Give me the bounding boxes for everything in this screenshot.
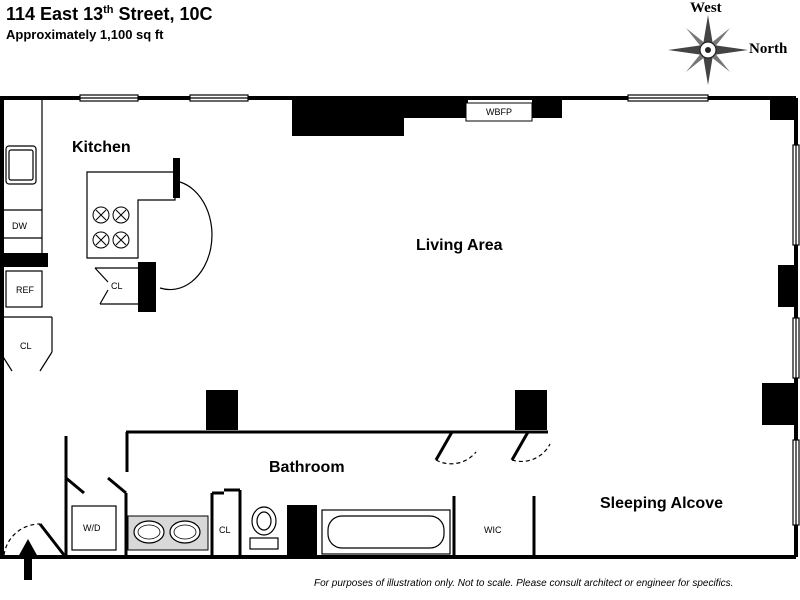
- label-cl-entry: CL: [20, 341, 32, 351]
- listing-title: 114 East 13th Street, 10C: [6, 4, 213, 25]
- windows: [79, 94, 800, 526]
- room-label-living: Living Area: [416, 237, 503, 254]
- label-wic: WIC: [484, 525, 502, 535]
- entry-door: [3, 523, 66, 556]
- interior-walls: [64, 430, 548, 557]
- entry-arrow-icon: [18, 539, 38, 580]
- refrigerator: [5, 270, 43, 308]
- toilet: [249, 506, 279, 550]
- compass-rose-icon: [668, 15, 748, 85]
- label-wbfp: WBFP: [486, 107, 512, 117]
- kitchen-sink: [5, 145, 37, 185]
- address-prefix: 114 East 13: [6, 4, 104, 24]
- label-ref: REF: [16, 285, 35, 295]
- fireplace: [465, 102, 533, 122]
- label-cl-bath: CL: [219, 525, 231, 535]
- kitchen-island: [86, 171, 176, 259]
- kitchen-counter: [0, 98, 43, 253]
- compass-west-label: West: [690, 0, 722, 16]
- square-footage: Approximately 1,100 sq ft: [6, 27, 164, 42]
- range-burners: [92, 206, 130, 249]
- kitchen-door: [138, 158, 213, 312]
- shower-wall: [287, 505, 317, 555]
- label-dw: DW: [12, 221, 27, 231]
- room-label-bathroom: Bathroom: [269, 459, 345, 476]
- address-ordinal-suffix: th: [103, 4, 114, 16]
- washer-dryer: [71, 505, 117, 551]
- bathtub: [321, 509, 451, 555]
- compass-north-label: North: [749, 41, 788, 57]
- label-wd: W/D: [83, 523, 101, 533]
- entry-closet: [0, 316, 53, 372]
- room-label-sleeping: Sleeping Alcove: [600, 495, 723, 512]
- room-label-kitchen: Kitchen: [72, 139, 131, 156]
- double-vanity: [127, 515, 209, 551]
- bathroom-doors: [434, 431, 551, 465]
- kitchen-closet: [94, 267, 138, 305]
- structural-columns: [0, 98, 796, 430]
- label-cl-kitchen: CL: [111, 281, 123, 291]
- disclaimer: For purposes of illustration only. Not t…: [314, 578, 734, 589]
- address-suffix: Street, 10C: [113, 4, 213, 24]
